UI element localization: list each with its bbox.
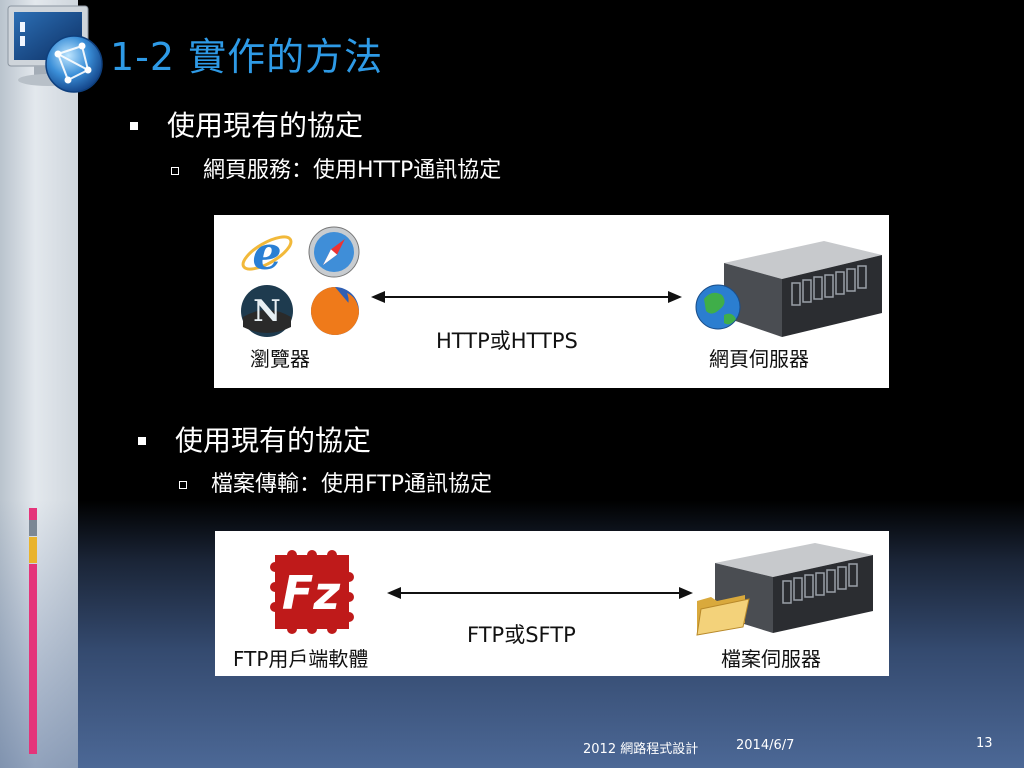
slide-title: 1-2 實作的方法 xyxy=(110,35,384,79)
http-diagram: e N 瀏覽器 HTTP或HTTPS xyxy=(214,215,889,388)
ie-icon: e xyxy=(241,226,293,280)
folder-icon xyxy=(696,595,750,636)
server-icon xyxy=(695,241,882,337)
netscape-icon: N xyxy=(241,285,293,337)
browser-label: 瀏覽器 xyxy=(250,347,310,371)
server-icon xyxy=(696,543,873,636)
web-server-label: 網頁伺服器 xyxy=(709,347,809,371)
double-arrow-icon xyxy=(387,587,693,599)
footer-course: 2012 網路程式設計 xyxy=(583,742,699,757)
footer-date: 2014/6/7 xyxy=(736,738,795,753)
footer-page-number: 13 xyxy=(976,736,993,751)
bullet-square-icon xyxy=(138,437,146,445)
svg-text:N: N xyxy=(253,294,280,329)
file-server-label: 檔案伺服器 xyxy=(721,647,821,671)
hollow-square-bullet-icon xyxy=(179,481,187,489)
computer-globe-logo-icon xyxy=(7,5,103,93)
ftp-client-label: FTP用戶端軟體 xyxy=(233,647,369,671)
accent-strip-pink xyxy=(29,508,37,520)
protocol-label: HTTP或HTTPS xyxy=(436,329,578,353)
accent-strip-pink-long xyxy=(29,564,37,754)
svg-text:e: e xyxy=(252,226,281,280)
globe-icon xyxy=(695,284,741,330)
double-arrow-icon xyxy=(371,291,682,303)
accent-strip-gold xyxy=(29,537,37,563)
bullet-square-icon xyxy=(130,122,138,130)
firefox-icon xyxy=(311,287,359,335)
accent-strip-gray xyxy=(29,520,37,536)
bullet-sub-text: 網頁服務：使用HTTP通訊協定 xyxy=(203,158,502,183)
svg-text:Fz: Fz xyxy=(282,566,340,620)
safari-icon xyxy=(308,226,360,278)
bullet-heading-text: 使用現有的協定 xyxy=(175,424,372,457)
left-sidebar-shade xyxy=(0,500,78,768)
ftp-diagram: Fz FTP用戶端軟體 FTP或SFTP 檔案伺服器 xyxy=(215,531,889,676)
protocol-label: FTP或SFTP xyxy=(467,623,576,647)
filezilla-icon: Fz xyxy=(270,550,354,634)
bullet-sub-text: 檔案傳輸：使用FTP通訊協定 xyxy=(211,472,492,497)
hollow-square-bullet-icon xyxy=(171,167,179,175)
bullet-heading-text: 使用現有的協定 xyxy=(167,109,364,142)
